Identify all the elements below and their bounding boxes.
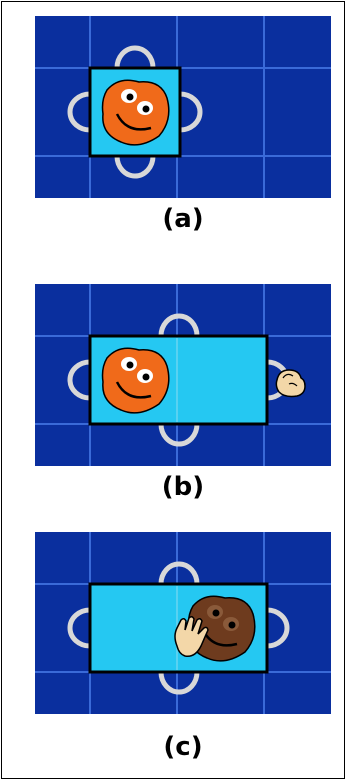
caption-b: (b) xyxy=(35,472,331,502)
face-icon xyxy=(103,348,169,413)
caption-a: (a) xyxy=(35,204,331,234)
caption-c: (c) xyxy=(35,732,331,762)
panel-a: (a) xyxy=(35,16,331,266)
panel-b: (b) xyxy=(35,284,331,534)
panel-c: (c) xyxy=(35,532,331,782)
face-icon xyxy=(103,80,169,145)
grid-background xyxy=(35,16,331,198)
